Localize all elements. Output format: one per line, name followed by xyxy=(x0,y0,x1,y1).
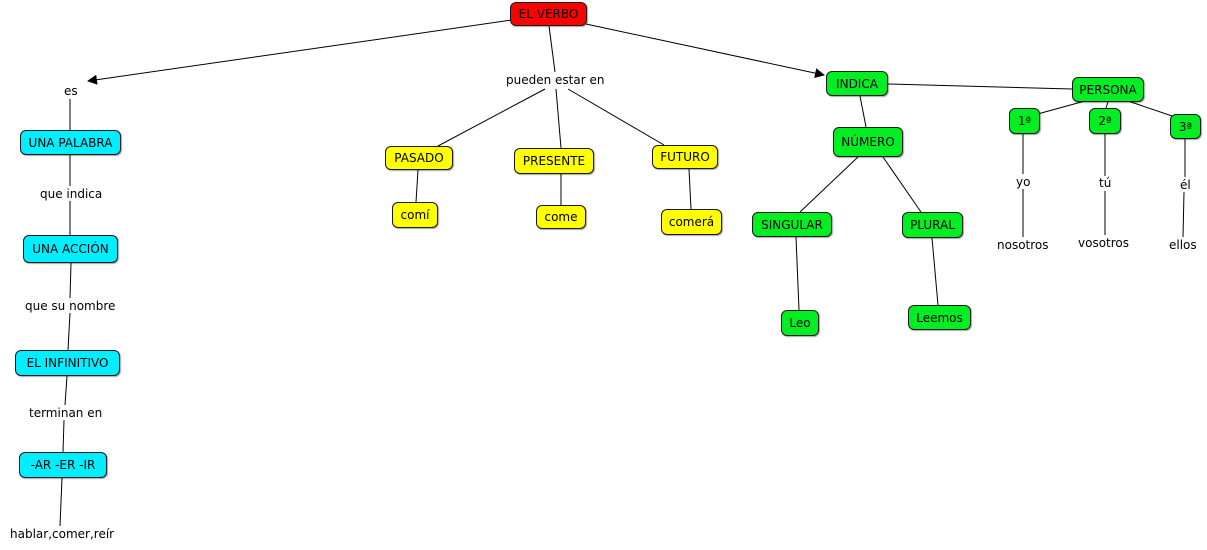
label-ejemplos: hablar,comer,reír xyxy=(9,527,116,541)
link-pueden-presente xyxy=(555,88,562,149)
node-indica[interactable]: INDICA xyxy=(826,71,888,96)
label-nosotros: nosotros xyxy=(996,238,1050,252)
label-pueden-estar-en: pueden estar en xyxy=(505,73,606,87)
node-comi[interactable]: comí xyxy=(392,202,438,228)
link-persona-3 xyxy=(1127,100,1176,118)
node-plural[interactable]: PLURAL xyxy=(902,212,963,238)
node-2a[interactable]: 2ª xyxy=(1089,108,1121,134)
link-plural-leemos xyxy=(931,237,939,306)
node-come[interactable]: come xyxy=(536,205,586,229)
node-numero[interactable]: NÚMERO xyxy=(833,127,903,157)
link-root-pueden xyxy=(548,25,556,73)
link-pasado-comi xyxy=(415,169,419,203)
node-el-verbo[interactable]: EL VERBO xyxy=(510,2,587,26)
node-leo[interactable]: Leo xyxy=(781,310,819,336)
link-pueden-pasado xyxy=(437,88,546,147)
link-infinitivo-terminan xyxy=(64,375,68,406)
link-root-es xyxy=(87,19,513,85)
label-que-indica: que indica xyxy=(39,187,104,201)
node-3a[interactable]: 3ª xyxy=(1170,114,1201,139)
link-persona-2 xyxy=(1105,101,1109,109)
node-futuro[interactable]: FUTURO xyxy=(652,145,718,169)
link-accion-quesunombre xyxy=(69,262,72,299)
link-indica-persona xyxy=(886,83,1073,90)
node-presente[interactable]: PRESENTE xyxy=(514,148,594,174)
node-ar-er-ir[interactable]: -AR -ER -IR xyxy=(19,452,107,478)
label-terminan-en: terminan en xyxy=(28,406,104,420)
label-tu: tú xyxy=(1098,176,1113,190)
label-el: él xyxy=(1179,178,1192,192)
node-una-palabra[interactable]: UNA PALABRA xyxy=(20,130,121,155)
label-vosotros: vosotros xyxy=(1077,236,1131,250)
label-ellos: ellos xyxy=(1168,238,1198,252)
node-persona[interactable]: PERSONA xyxy=(1072,77,1144,102)
link-singular-leo xyxy=(795,236,800,311)
node-singular[interactable]: SINGULAR xyxy=(752,212,832,237)
label-que-su-nombre: que su nombre xyxy=(24,299,117,313)
node-pasado[interactable]: PASADO xyxy=(385,146,453,170)
link-ar-ejemplos xyxy=(59,477,63,527)
link-el-ellos xyxy=(1182,191,1185,238)
link-indica-numero xyxy=(859,95,867,128)
node-leemos[interactable]: Leemos xyxy=(908,305,971,330)
label-yo: yo xyxy=(1015,175,1032,189)
node-comera[interactable]: comerá xyxy=(661,209,722,235)
node-1a[interactable]: 1ª xyxy=(1009,108,1040,134)
link-persona-1 xyxy=(1033,100,1086,116)
node-el-infinitivo[interactable]: EL INFINITIVO xyxy=(15,350,120,376)
link-numero-singular xyxy=(799,156,859,213)
node-una-accion[interactable]: UNA ACCIÓN xyxy=(23,235,118,263)
link-pueden-futuro xyxy=(567,88,665,146)
link-root-indica xyxy=(585,23,825,79)
link-numero-plural xyxy=(882,156,922,213)
link-futuro-comera xyxy=(688,168,692,210)
label-es: es xyxy=(63,84,79,98)
link-quesunombre-infinitivo xyxy=(67,312,71,351)
link-terminan-ar xyxy=(62,419,65,453)
